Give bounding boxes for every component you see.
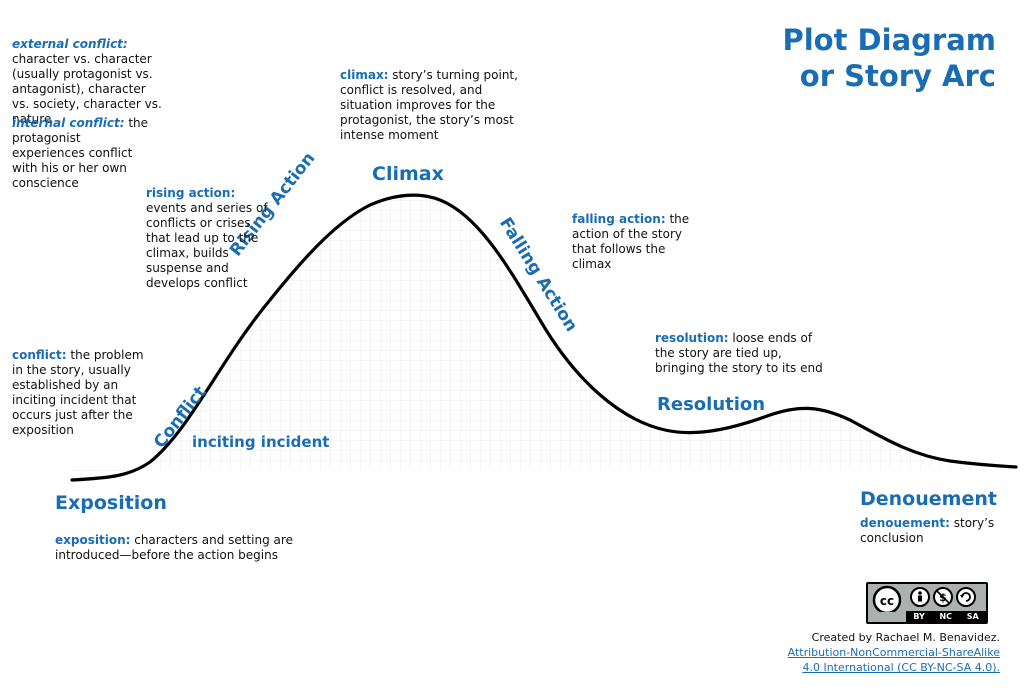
note-text: the protagonist experiences conflict wit… bbox=[12, 116, 149, 190]
diagram-title: Plot Diagram or Story Arc bbox=[782, 22, 996, 94]
note-text: loose ends of the story are tied up, bri… bbox=[655, 331, 823, 375]
note-climax: climax: story’s turning point, conflict … bbox=[340, 68, 520, 143]
note-term: denouement: bbox=[860, 516, 950, 530]
stage-exposition: Exposition bbox=[55, 492, 167, 514]
note-external-conflict: external conflict: character vs. charact… bbox=[12, 37, 162, 127]
stage-inciting-incident: inciting incident bbox=[192, 433, 330, 451]
svg-text:cc: cc bbox=[880, 594, 894, 608]
note-term: external conflict: bbox=[12, 37, 128, 51]
note-denouement: denouement: story’s conclusion bbox=[860, 516, 1000, 546]
stage-resolution: Resolution bbox=[657, 394, 766, 415]
note-term: falling action: bbox=[572, 212, 666, 226]
note-term: exposition: bbox=[55, 533, 131, 547]
note-term: internal conflict: bbox=[12, 116, 125, 130]
cc-label-by: BY bbox=[913, 612, 925, 621]
arc-line bbox=[70, 193, 1018, 482]
note-term: conflict: bbox=[12, 348, 67, 362]
note-text: the problem in the story, usually establ… bbox=[12, 348, 144, 437]
cc-icons: cc $ bbox=[872, 585, 976, 612]
note-internal-conflict: internal conflict: the protagonist exper… bbox=[12, 116, 152, 191]
title-line-2: or Story Arc bbox=[799, 59, 996, 93]
note-term: climax: bbox=[340, 68, 389, 82]
note-term: resolution: bbox=[655, 331, 729, 345]
note-term: rising action: bbox=[146, 186, 236, 200]
note-text: character vs. character (usually protago… bbox=[12, 52, 162, 126]
license-link-line-1[interactable]: Attribution-NonCommercial-ShareAlike bbox=[787, 646, 1000, 659]
note-text: story’s conclusion bbox=[860, 516, 995, 545]
cc-badge-labels: BY NC SA bbox=[906, 611, 986, 622]
note-conflict: conflict: the problem in the story, usua… bbox=[12, 348, 152, 438]
title-line-1: Plot Diagram bbox=[782, 23, 996, 57]
note-falling-action: falling action: the action of the story … bbox=[572, 212, 692, 272]
grid-fill bbox=[72, 195, 1016, 480]
cc-label-sa: SA bbox=[966, 612, 979, 621]
license-link-line-2[interactable]: 4.0 International (CC BY-NC-SA 4.0). bbox=[802, 661, 1000, 674]
stage-climax: Climax bbox=[372, 163, 444, 185]
cc-label-nc: NC bbox=[939, 612, 953, 621]
note-rising-action: rising action: events and series of conf… bbox=[146, 186, 276, 291]
note-text: characters and setting are introduced—be… bbox=[55, 533, 293, 562]
created-by: Created by Rachael M. Benavidez. bbox=[811, 631, 1000, 644]
credit-block: Created by Rachael M. Benavidez. Attribu… bbox=[788, 630, 1000, 675]
note-exposition: exposition: characters and setting are i… bbox=[55, 533, 295, 563]
note-text: story’s turning point, conflict is resol… bbox=[340, 68, 518, 142]
cc-license-badge[interactable]: cc $ BY NC SA bbox=[866, 582, 988, 624]
stage-denouement: Denouement bbox=[860, 488, 997, 510]
note-resolution: resolution: loose ends of the story are … bbox=[655, 331, 830, 376]
note-text: the action of the story that follows the… bbox=[572, 212, 690, 271]
note-text: events and series of conflicts or crises… bbox=[146, 201, 268, 290]
